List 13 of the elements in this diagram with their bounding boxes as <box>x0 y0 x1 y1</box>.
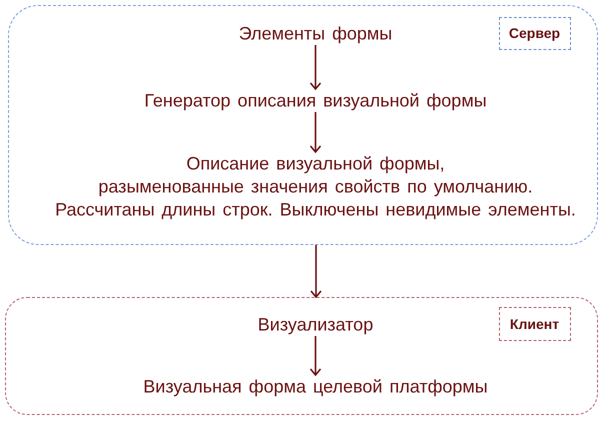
step-text: Визуализатор <box>258 313 374 336</box>
zone-tag: Клиент <box>498 306 570 340</box>
arrow <box>310 245 322 298</box>
zone-tag: Сервер <box>498 16 570 50</box>
zone-frame <box>8 5 598 245</box>
arrow <box>310 112 322 153</box>
zone-frame <box>5 297 598 415</box>
step-text: Генератор описания визуальной формы <box>144 89 487 112</box>
step-text: Описание визуальной формы, разыменованные значения свойств по умолчанию. Рассчитаны длины строк. Выключены невидимые элементы. <box>55 152 576 221</box>
arrow <box>310 45 322 90</box>
arrow <box>310 336 322 376</box>
step-text: Элементы формы <box>238 22 392 45</box>
step-text: Визуальная форма целевой платформы <box>143 375 488 398</box>
